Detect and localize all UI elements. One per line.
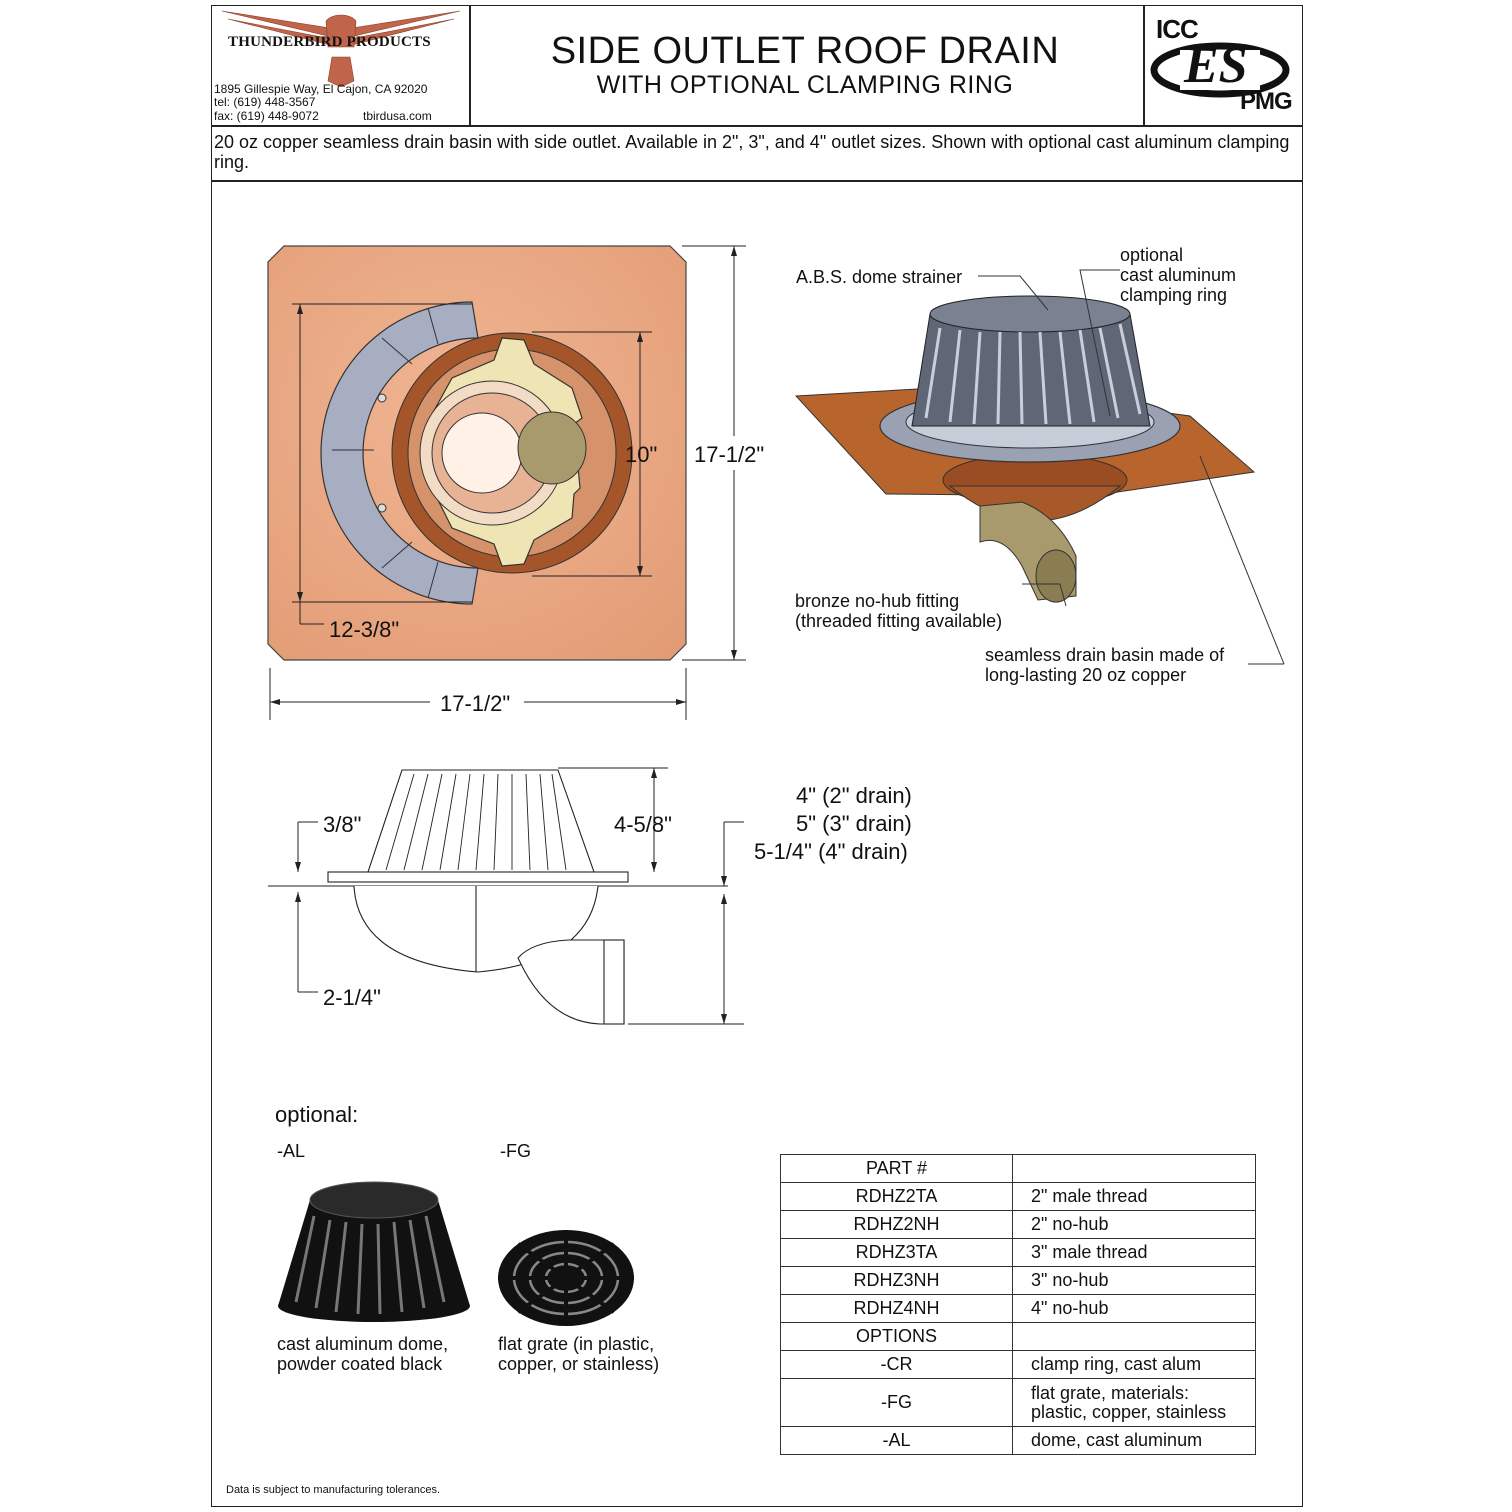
dim-inner-height: 10" xyxy=(625,442,658,467)
company-tel: tel: (619) 448-3567 xyxy=(214,95,316,109)
depth-2in-drain: 4" (2" drain) xyxy=(796,783,912,808)
page-subtitle: WITH OPTIONAL CLAMPING RING xyxy=(596,71,1014,99)
table-cell-part: PART # xyxy=(780,1154,1013,1183)
depth-3in-drain: 5" (3" drain) xyxy=(796,811,912,836)
table-cell-part: RDHZ2NH xyxy=(780,1210,1013,1239)
table-cell-part: RDHZ3NH xyxy=(780,1266,1013,1295)
label-bronze-fitting: bronze no-hub fitting (threaded fitting … xyxy=(795,591,1003,631)
table-cell-desc xyxy=(1012,1154,1256,1183)
icc-es-pmg-logo: ICC ES PMG xyxy=(1150,10,1300,122)
plan-view-drawing xyxy=(267,245,746,720)
table-cell-desc: 2" male thread xyxy=(1012,1182,1256,1211)
cert-divider xyxy=(1143,5,1145,126)
optional-heading: optional: xyxy=(275,1102,359,1127)
iso-view-drawing xyxy=(794,269,1285,665)
label-dome-strainer: A.B.S. dome strainer xyxy=(796,267,963,287)
company-fax: fax: (619) 448-9072 xyxy=(214,109,319,123)
cert-es: ES xyxy=(1184,37,1248,94)
cert-icc: ICC xyxy=(1156,14,1199,44)
table-cell-desc: dome, cast aluminum xyxy=(1012,1426,1256,1455)
dim-outlet: 2-1/4" xyxy=(323,985,381,1010)
label-clamping-ring: optional cast aluminum clamping ring xyxy=(1120,245,1237,305)
table-cell-desc: 3" no-hub xyxy=(1012,1266,1256,1295)
company-name: THUNDERBIRD PRODUCTS xyxy=(228,34,431,50)
table-cell-part: RDHZ2TA xyxy=(780,1182,1013,1211)
table-cell-part: RDHZ4NH xyxy=(780,1294,1013,1323)
cert-swoosh-icon xyxy=(1150,42,1290,98)
table-cell-part: -FG xyxy=(780,1378,1013,1427)
table-cell-part: -CR xyxy=(780,1350,1013,1379)
dim-width: 17-1/2" xyxy=(440,691,511,716)
option-al-code: -AL xyxy=(277,1141,306,1161)
side-outlet xyxy=(517,939,625,1025)
table-cell-desc: flat grate, materials: plastic, copper, … xyxy=(1012,1378,1256,1427)
depth-4in-drain: 5-1/4" (4" drain) xyxy=(754,839,908,864)
table-cell-desc: 4" no-hub xyxy=(1012,1294,1256,1323)
table-cell-desc: 2" no-hub xyxy=(1012,1210,1256,1239)
company-website[interactable]: tbirdusa.com xyxy=(363,109,432,123)
table-row: PART # xyxy=(780,1154,1256,1183)
label-drain-basin: seamless drain basin made of long-lastin… xyxy=(985,645,1225,685)
table-cell-part: -AL xyxy=(780,1426,1013,1455)
product-description: 20 oz copper seamless drain basin with s… xyxy=(214,132,1290,172)
aluminum-dome-image xyxy=(278,1181,470,1322)
side-dome xyxy=(367,769,595,873)
table-cell-part: OPTIONS xyxy=(780,1322,1013,1351)
table-cell-desc xyxy=(1012,1322,1256,1351)
footer-note: Data is subject to manufacturing toleran… xyxy=(226,1484,441,1496)
table-cell-part: RDHZ3TA xyxy=(780,1238,1013,1267)
description-divider xyxy=(211,180,1303,182)
thunderbird-logo xyxy=(221,10,461,87)
option-fg-code: -FG xyxy=(500,1141,531,1161)
dim-outer-height: 17-1/2" xyxy=(694,442,765,467)
cert-pmg: PMG xyxy=(1240,88,1293,115)
header-divider xyxy=(211,125,1303,127)
flat-grate-image xyxy=(498,1230,634,1326)
table-row: OPTIONS xyxy=(780,1322,1256,1351)
sheet-frame xyxy=(211,5,1303,1507)
company-address: 1895 Gillespie Way, El Cajon, CA 92020 xyxy=(214,82,428,96)
table-cell-desc: clamp ring, cast alum xyxy=(1012,1350,1256,1379)
table-cell-desc: 3" male thread xyxy=(1012,1238,1256,1267)
dim-flange: 3/8" xyxy=(323,812,362,837)
page-title: SIDE OUTLET ROOF DRAIN xyxy=(550,30,1060,72)
option-al-caption: cast aluminum dome, powder coated black xyxy=(277,1334,449,1374)
logo-divider xyxy=(469,5,471,126)
dim-ring-diameter: 12-3/8" xyxy=(329,617,400,642)
side-view-drawing xyxy=(268,767,744,1025)
dim-dome-height: 4-5/8" xyxy=(614,812,672,837)
option-fg-caption: flat grate (in plastic, copper, or stain… xyxy=(498,1334,660,1374)
